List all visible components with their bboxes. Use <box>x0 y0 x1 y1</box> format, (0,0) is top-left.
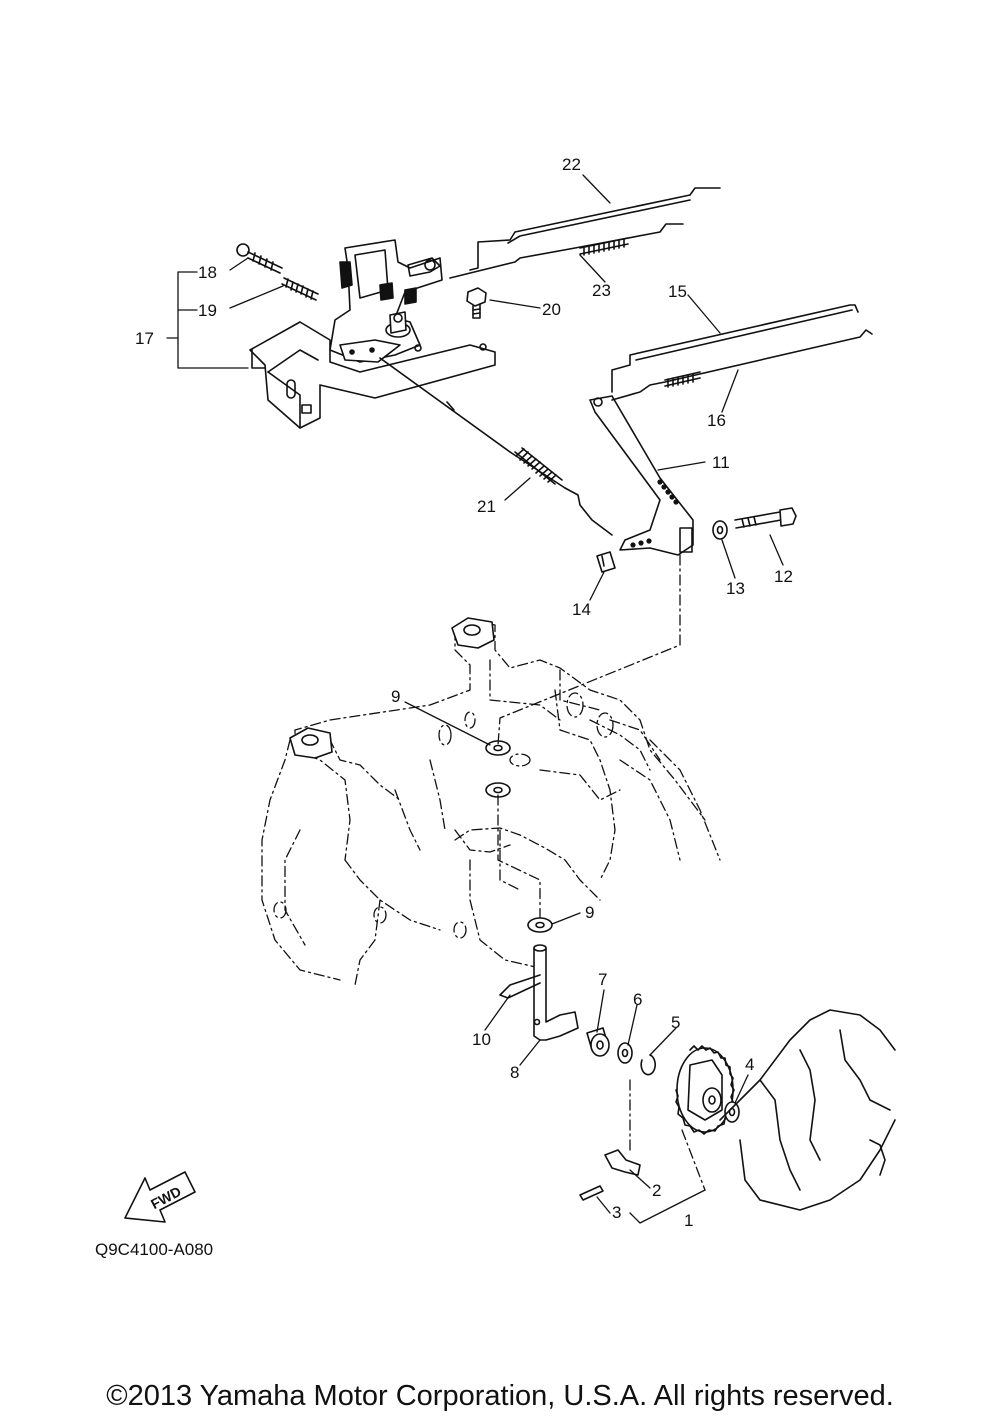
part-9-washer-upper <box>485 740 511 798</box>
part-10-clip <box>499 974 541 999</box>
part-19-spring <box>281 277 319 301</box>
part-6-washer <box>617 1042 633 1064</box>
part-18-bolt <box>236 243 283 274</box>
callout-9-lower: 9 <box>585 903 594 922</box>
diagram-code: Q9C4100-A080 <box>95 1240 214 1259</box>
part-20-bolt <box>466 287 487 319</box>
part-1-governor-gear <box>675 1045 735 1135</box>
part-22-rod <box>469 187 721 271</box>
part-12-bolt <box>734 507 797 529</box>
part-15-rod <box>611 304 859 393</box>
callout-10: 10 <box>472 1030 491 1049</box>
callout-19: 19 <box>198 301 217 320</box>
callout-8: 8 <box>510 1063 519 1082</box>
callout-23: 23 <box>592 281 611 300</box>
callout-4: 4 <box>745 1055 754 1074</box>
part-7-bushing <box>586 1027 610 1057</box>
part-23-spring-rod <box>449 223 684 279</box>
right-case-outline <box>719 1009 896 1211</box>
callout-12: 12 <box>774 567 793 586</box>
crankcase-lugs <box>289 617 495 759</box>
callout-14: 14 <box>572 600 591 619</box>
part-3-pin <box>579 1185 604 1201</box>
callouts: 22 18 19 17 20 23 15 16 11 21 12 13 14 9… <box>135 155 793 1230</box>
callout-21: 21 <box>477 497 496 516</box>
callout-leaders <box>166 174 784 1224</box>
part-13-washer <box>712 520 728 540</box>
part-5-circlip <box>640 1054 656 1076</box>
part-21-spring <box>379 357 613 536</box>
part-8-governor-shaft <box>533 944 579 1041</box>
callout-1: 1 <box>684 1211 693 1230</box>
callout-13: 13 <box>726 579 745 598</box>
fwd-arrow-icon: FWD <box>124 1171 196 1223</box>
part-2-sleeve <box>604 1149 641 1176</box>
callout-2: 2 <box>652 1181 661 1200</box>
callout-9-upper: 9 <box>391 687 400 706</box>
part-9-washer-lower <box>527 917 553 933</box>
callout-5: 5 <box>671 1013 680 1032</box>
callout-11: 11 <box>712 453 730 472</box>
control-bracket-assembly <box>249 239 496 429</box>
copyright-notice: ©2013 Yamaha Motor Corporation, U.S.A. A… <box>106 1380 894 1412</box>
callout-16: 16 <box>707 411 726 430</box>
callout-18: 18 <box>198 263 217 282</box>
callout-17: 17 <box>135 329 154 348</box>
part-14-nut <box>596 551 616 573</box>
callout-15: 15 <box>668 282 687 301</box>
callout-6: 6 <box>633 990 642 1009</box>
part-16-spring-rod <box>611 329 873 401</box>
part-11-lever <box>589 395 694 556</box>
part-4-washer <box>724 1101 740 1123</box>
callout-7: 7 <box>598 970 607 989</box>
callout-22: 22 <box>562 155 581 174</box>
callout-20: 20 <box>542 300 561 319</box>
callout-3: 3 <box>612 1203 621 1222</box>
crankcase-outline <box>261 619 721 986</box>
